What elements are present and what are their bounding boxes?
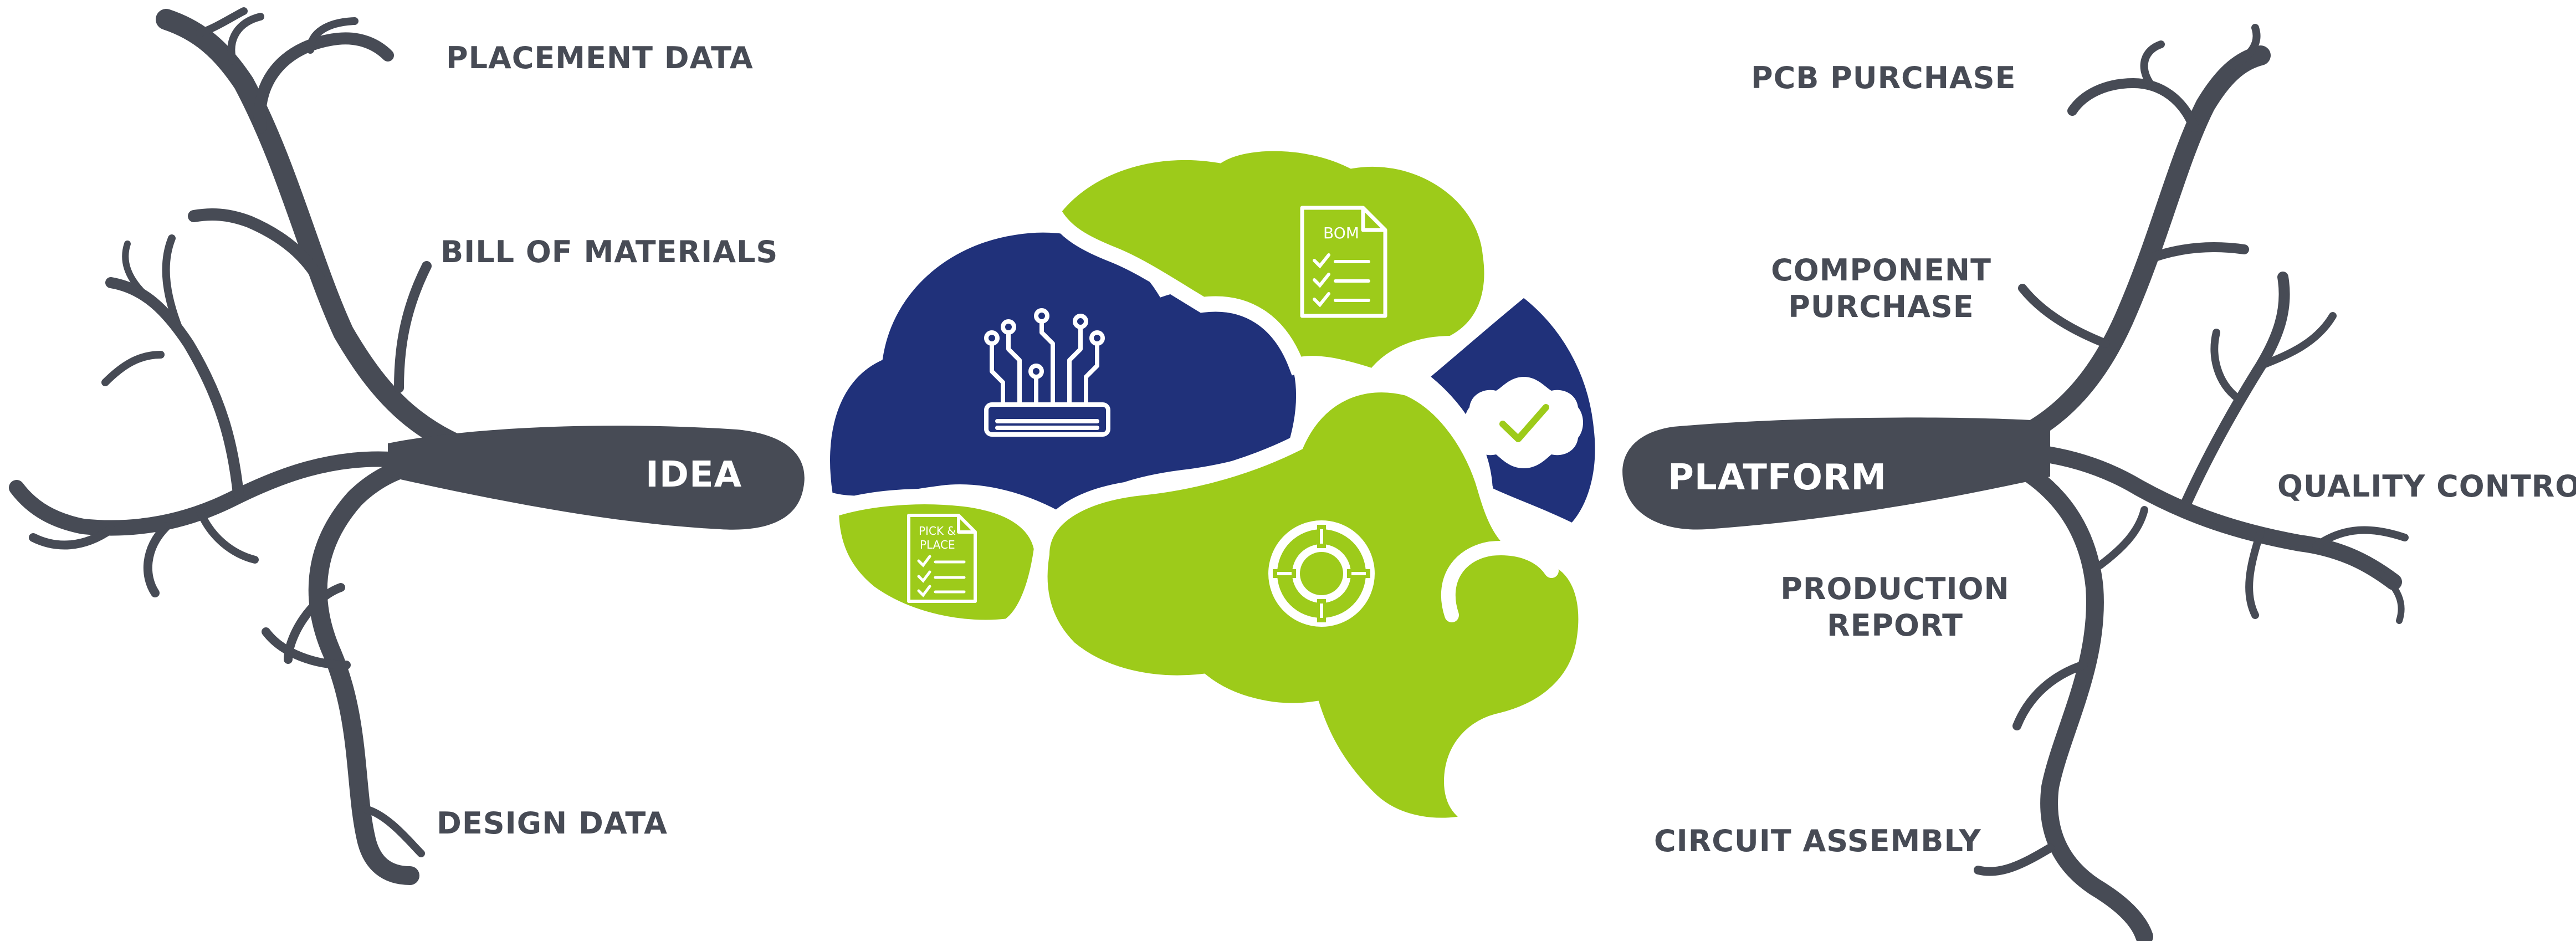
left-trunk-twig-a xyxy=(306,17,359,54)
right-lower-twig-c xyxy=(2096,506,2148,569)
left-upper-trunk xyxy=(156,9,509,471)
left-trunk-upper-fork xyxy=(253,32,394,134)
pick-place-icon-label-1: PICK & xyxy=(919,524,956,538)
right-far-up-twig-b xyxy=(2210,329,2242,403)
left-trunk-mid-branch xyxy=(188,208,330,294)
label-component-purchase-text: COMPONENT PURCHASE xyxy=(1771,253,1991,324)
platform-hub-shape xyxy=(1622,417,2050,530)
label-production-report: PRODUCTION REPORT xyxy=(1773,571,2017,644)
left-far-up-twig-c xyxy=(122,241,147,297)
left-far-low-twig xyxy=(196,506,259,564)
platform-hub-label: PLATFORM xyxy=(1668,457,1887,498)
label-design-data: DESIGN DATA xyxy=(437,806,668,841)
label-production-report-text: PRODUCTION REPORT xyxy=(1780,571,2010,643)
bom-document-icon xyxy=(1300,206,1387,318)
bom-icon-label: BOM xyxy=(1323,224,1359,242)
brain-lobe-green-main xyxy=(1032,377,1594,833)
left-trunk-right-twig xyxy=(394,261,432,393)
right-lower-twig-b xyxy=(1974,843,2055,876)
label-quality-control: QUALITY CONTROL xyxy=(2277,469,2576,504)
right-far-low-twig-c xyxy=(2374,567,2405,624)
left-trunk-twig-b xyxy=(227,13,264,65)
right-lower-twig-a xyxy=(2012,661,2088,730)
idea-hub-shape xyxy=(388,426,805,530)
right-far-low-twig-b xyxy=(2245,528,2265,619)
left-far-up-twig-a xyxy=(162,234,187,342)
label-pcb-purchase: PCB PURCHASE xyxy=(1751,60,2016,95)
right-far-up-branch xyxy=(2178,272,2290,515)
right-upper-twig-a xyxy=(2067,78,2199,132)
brain-graphic xyxy=(815,135,1611,833)
lifebuoy-icon xyxy=(1268,520,1375,627)
label-component-purchase: COMPONENT PURCHASE xyxy=(1754,252,2009,325)
right-lower-left-twig xyxy=(2018,284,2110,348)
label-circuit-assembly: CIRCUIT ASSEMBLY xyxy=(1654,824,1981,858)
left-trunk-twig-c xyxy=(196,7,248,37)
brain-curl xyxy=(1441,541,1559,622)
label-placement-data: PLACEMENT DATA xyxy=(446,40,754,75)
left-far-twig-a xyxy=(143,522,171,597)
right-upper-twig-b xyxy=(2140,40,2165,87)
right-mid-twig xyxy=(2139,242,2249,265)
right-lower-branch xyxy=(1997,451,2153,941)
pick-place-document-icon xyxy=(907,514,977,603)
circuit-chip-icon xyxy=(984,308,1110,437)
pick-place-icon-label-2: PLACE xyxy=(920,538,955,551)
right-upper-trunk xyxy=(1996,45,2271,453)
idea-hub-label: IDEA xyxy=(646,454,742,495)
left-far-twig-b xyxy=(29,525,115,550)
label-bill-of-materials: BILL OF MATERIALS xyxy=(441,234,779,269)
check-badge-icon xyxy=(1464,377,1583,468)
right-far-low-twig-a xyxy=(2312,526,2409,550)
right-far-up-twig-a xyxy=(2257,312,2337,370)
left-lower-twig-c xyxy=(362,805,425,857)
left-far-branch xyxy=(9,451,407,536)
left-far-up-twig-b xyxy=(101,351,165,386)
left-lower-twig-b xyxy=(262,627,351,669)
left-branches xyxy=(9,7,509,885)
right-upper-twig-c xyxy=(2229,24,2261,70)
